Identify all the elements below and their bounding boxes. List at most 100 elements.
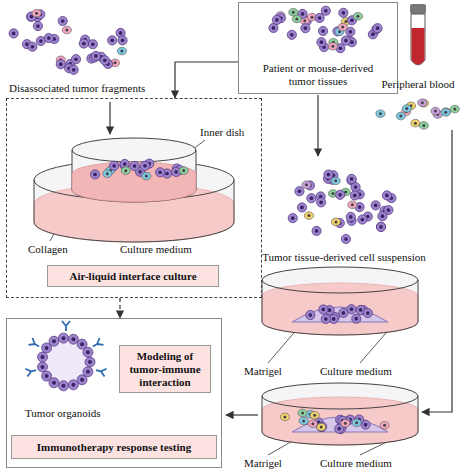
cell-nucleus	[359, 308, 363, 312]
tumor-cell	[90, 170, 99, 179]
cell-nucleus	[383, 424, 386, 427]
cell-nucleus	[59, 62, 63, 66]
tube-body	[411, 14, 425, 65]
cell-nucleus	[374, 203, 378, 207]
flow-arrow	[109, 102, 110, 134]
immune-cell	[121, 167, 130, 175]
cell-nucleus	[88, 360, 92, 364]
culture-dish	[72, 138, 196, 202]
cell-nucleus	[80, 342, 84, 346]
cell-nucleus	[353, 194, 357, 198]
immune-cell	[431, 107, 440, 115]
cell-nucleus	[361, 218, 365, 222]
part-label: Matrigel	[244, 365, 304, 378]
tumor-cells	[90, 159, 188, 180]
cell-nucleus	[331, 192, 334, 195]
process-box: Modeling of tumor-immune interaction	[119, 345, 211, 393]
tumor-cell	[42, 371, 52, 381]
tumor-cell	[288, 214, 297, 223]
cell-nucleus	[354, 317, 358, 321]
dish-body	[34, 160, 234, 242]
immune-cell	[280, 413, 289, 421]
tumor-cells	[288, 170, 396, 244]
cell-nucleus	[320, 40, 324, 44]
tumor-cell	[68, 380, 78, 390]
tumor-cell	[324, 170, 333, 179]
immune-cell	[142, 172, 151, 180]
tumor-cell	[376, 222, 385, 231]
cell-nucleus	[123, 162, 127, 166]
cell-nucleus	[74, 57, 78, 61]
blood-tube	[410, 4, 426, 65]
cell-nucleus	[421, 101, 424, 104]
cell-nucleus	[315, 229, 319, 233]
cell-nucleus	[80, 378, 84, 382]
tumor-cell	[44, 33, 53, 42]
cell-nucleus	[422, 124, 425, 127]
tumor-cell	[156, 168, 165, 177]
part-label: Tumor tissue-derived cell suspension	[248, 251, 440, 264]
cell-nucleus	[112, 164, 116, 168]
tumor-cell	[79, 39, 88, 48]
cell-nucleus	[337, 427, 341, 431]
cell-nucleus	[338, 193, 342, 197]
immune-cell	[103, 170, 112, 178]
immune-cell	[302, 181, 311, 189]
tumor-cell	[33, 21, 42, 30]
cell-nucleus	[344, 422, 347, 425]
cell-nucleus	[327, 173, 331, 177]
part-label: Collagen	[28, 243, 88, 256]
cell-nucleus	[342, 11, 346, 15]
tumor-cell	[77, 375, 87, 385]
cell-nucleus	[344, 39, 348, 43]
tumor-cell	[371, 201, 380, 210]
immune-cell	[32, 9, 41, 17]
tumor-cell	[376, 222, 385, 231]
cell-nucleus	[453, 108, 456, 111]
tumor-cell	[56, 60, 65, 69]
tumor-cell	[301, 24, 310, 33]
cell-nucleus	[36, 24, 40, 28]
box-label: Patient or mouse-derived tumor tissues	[252, 62, 384, 88]
cell-nucleus	[292, 11, 295, 14]
immune-cell	[419, 122, 428, 130]
cell-nucleus	[291, 216, 295, 220]
dish-rim	[262, 383, 418, 409]
cell-nucleus	[283, 415, 286, 418]
cell-nucleus	[301, 12, 305, 16]
tumor-cell	[312, 226, 321, 235]
tumor-cell	[307, 194, 316, 203]
cell-nucleus	[324, 317, 328, 321]
antibody	[93, 338, 104, 346]
immune-cell	[341, 420, 350, 428]
tumor-cell	[373, 24, 382, 33]
immune-cell	[328, 42, 337, 50]
immune-cell	[299, 417, 308, 425]
cell-nucleus	[355, 421, 358, 424]
cell-nucleus	[341, 26, 344, 29]
cell-nucleus	[52, 381, 56, 385]
culture-dish	[262, 267, 418, 335]
cell-nucleus	[300, 206, 304, 210]
cell-nucleus	[379, 225, 383, 229]
immune-cells	[280, 409, 389, 431]
tumor-cell	[88, 40, 97, 49]
tumor-cell	[85, 357, 95, 367]
panel-box: Patient or mouse-derived tumor tissues	[238, 2, 398, 94]
immune-cell	[352, 419, 361, 427]
tumor-cell	[317, 422, 326, 431]
immune-cell	[117, 47, 126, 55]
culture-dish	[262, 383, 418, 445]
cell-nucleus	[414, 122, 417, 125]
tumor-cells	[79, 28, 127, 68]
cell-nucleus	[114, 61, 117, 64]
tumor-cell	[68, 334, 78, 344]
tumor-cells	[269, 6, 382, 53]
tumor-cells	[56, 55, 80, 75]
tumor-cell	[58, 381, 68, 391]
tumor-cell	[306, 311, 315, 320]
flow-arrow	[317, 95, 318, 156]
tumor-cell	[28, 42, 37, 51]
cell-nucleus	[341, 311, 345, 315]
tumor-cell	[336, 190, 345, 199]
